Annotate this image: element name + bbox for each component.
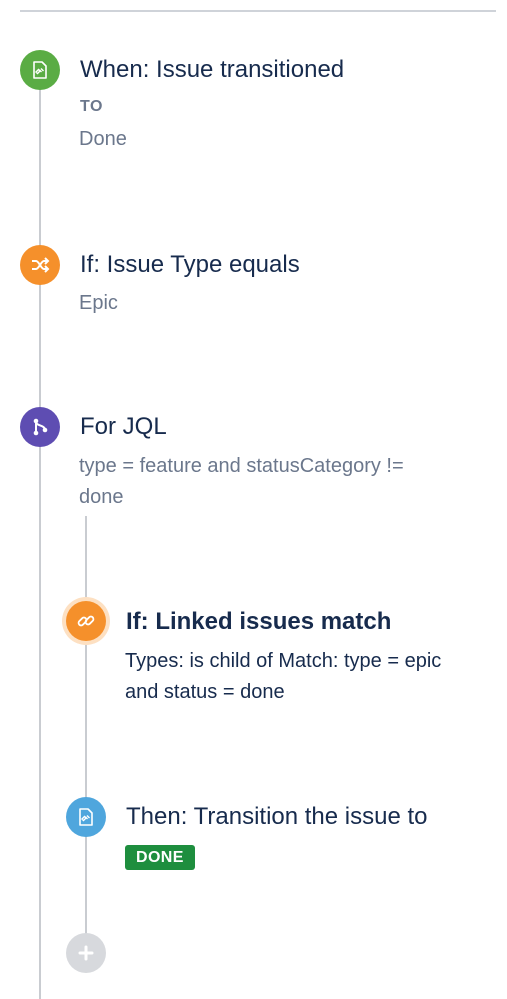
linked-condition-line-2: and status = done [125, 681, 285, 703]
linked-condition-line-1: Types: is child of Match: type = epic [125, 650, 442, 672]
shuffle-icon[interactable] [20, 245, 60, 285]
top-divider [20, 10, 496, 12]
branch-query-line-1: type = feature and statusCategory != [79, 455, 404, 477]
condition-value: Epic [79, 292, 118, 314]
trigger-to-label: TO [80, 98, 103, 115]
branch-title[interactable]: For JQL [80, 413, 167, 440]
condition-title[interactable]: If: Issue Type equals [80, 251, 300, 278]
plus-icon[interactable] [66, 933, 106, 973]
trigger-icon[interactable] [20, 50, 60, 90]
trigger-title[interactable]: When: Issue transitioned [80, 56, 345, 83]
trigger-to-value: Done [79, 128, 127, 150]
linked-condition-title[interactable]: If: Linked issues match [126, 608, 392, 635]
link-icon[interactable] [66, 601, 106, 641]
branch-connector-line [85, 516, 87, 953]
main-connector-line [39, 70, 41, 999]
branch-query-line-2: done [79, 486, 124, 508]
status-lozenge-done: DONE [125, 845, 195, 870]
transition-icon[interactable] [66, 797, 106, 837]
action-title[interactable]: Then: Transition the issue to [126, 803, 428, 830]
branch-icon[interactable] [20, 407, 60, 447]
